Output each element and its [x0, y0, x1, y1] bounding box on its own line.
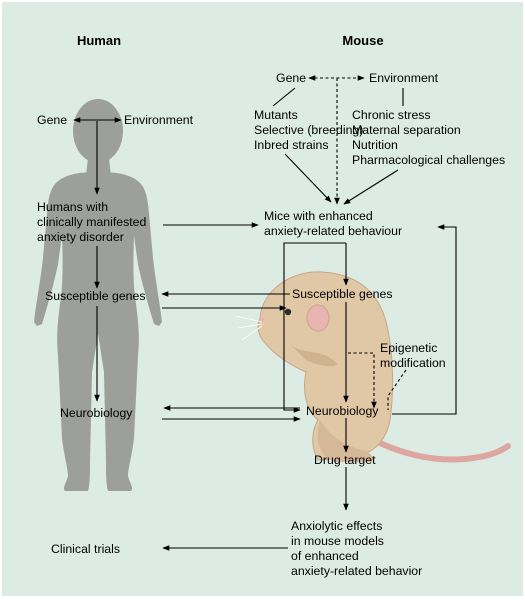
mouse-ear: [306, 304, 330, 332]
header-human: Human: [77, 33, 121, 48]
mouse-gene-label: Gene: [276, 71, 306, 85]
human-patients-line-2: clinically manifested: [37, 215, 147, 229]
env-factors-to-mice-arrow: [343, 169, 399, 205]
anxiolytic-line-1: Anxiolytic effects: [291, 519, 382, 533]
env-factor-chronic-stress: Chronic stress: [352, 108, 431, 122]
gene-factor-inbred: Inbred strains: [254, 138, 329, 152]
mouse-whiskers: [235, 315, 263, 341]
anxiolytic-line-2: in mouse models: [291, 534, 384, 548]
mouse-neurobiology-label: Neurobiology: [306, 404, 379, 418]
mice-to-neurobiology-loop-arrow: [283, 242, 346, 413]
env-factor-nutrition: Nutrition: [352, 138, 398, 152]
anxiolytic-line-4: anxiety-related behavior: [291, 564, 422, 578]
epigenetic-dashed-connector: [387, 369, 407, 410]
gene-to-mutants-line: [272, 87, 296, 107]
enhanced-mice-line-1: Mice with enhanced: [264, 209, 373, 223]
epigenetic-line-1: Epigenetic: [380, 341, 437, 355]
gene-factor-selective: Selective (breeding): [254, 123, 363, 137]
mouse-nose: [259, 317, 265, 323]
mouse-arm: [292, 346, 338, 367]
epigenetic-dashed-line: [348, 352, 377, 409]
enhanced-mice-line-2: anxiety-related behaviour: [264, 224, 402, 238]
mouse-environment-label: Environment: [369, 71, 439, 85]
env-factor-maternal-separation: Maternal separation: [352, 123, 461, 137]
mouse-susceptible-genes-label: Susceptible genes: [292, 287, 393, 301]
human-neurobiology-label: Neurobiology: [60, 406, 133, 420]
human-silhouette: [34, 99, 162, 491]
drug-target-label: Drug target: [314, 453, 376, 467]
human-gene-label: Gene: [37, 113, 67, 127]
human-patients-line-3: anxiety disorder: [37, 230, 124, 244]
human-environment-label: Environment: [124, 113, 194, 127]
human-patients-line-1: Humans with: [37, 200, 108, 214]
mouse-eye: [284, 308, 292, 316]
env-factor-pharmacological: Pharmacological challenges: [352, 153, 505, 167]
mouse-tail: [367, 435, 511, 463]
mouse-hind-leg: [317, 420, 374, 462]
epigenetic-line-2: modification: [380, 356, 446, 370]
neurobiology-to-mice-loop-arrow: [392, 224, 457, 415]
header-mouse: Mouse: [342, 33, 383, 48]
human-susceptible-genes-label: Susceptible genes: [45, 289, 146, 303]
gene-factors-to-mice-arrow: [284, 153, 332, 203]
gene-factor-mutants: Mutants: [254, 108, 298, 122]
mouse-illustration: [235, 271, 511, 463]
human-clinical-trials-label: Clinical trials: [51, 542, 120, 556]
anxiolytic-line-3: of enhanced: [291, 549, 359, 563]
